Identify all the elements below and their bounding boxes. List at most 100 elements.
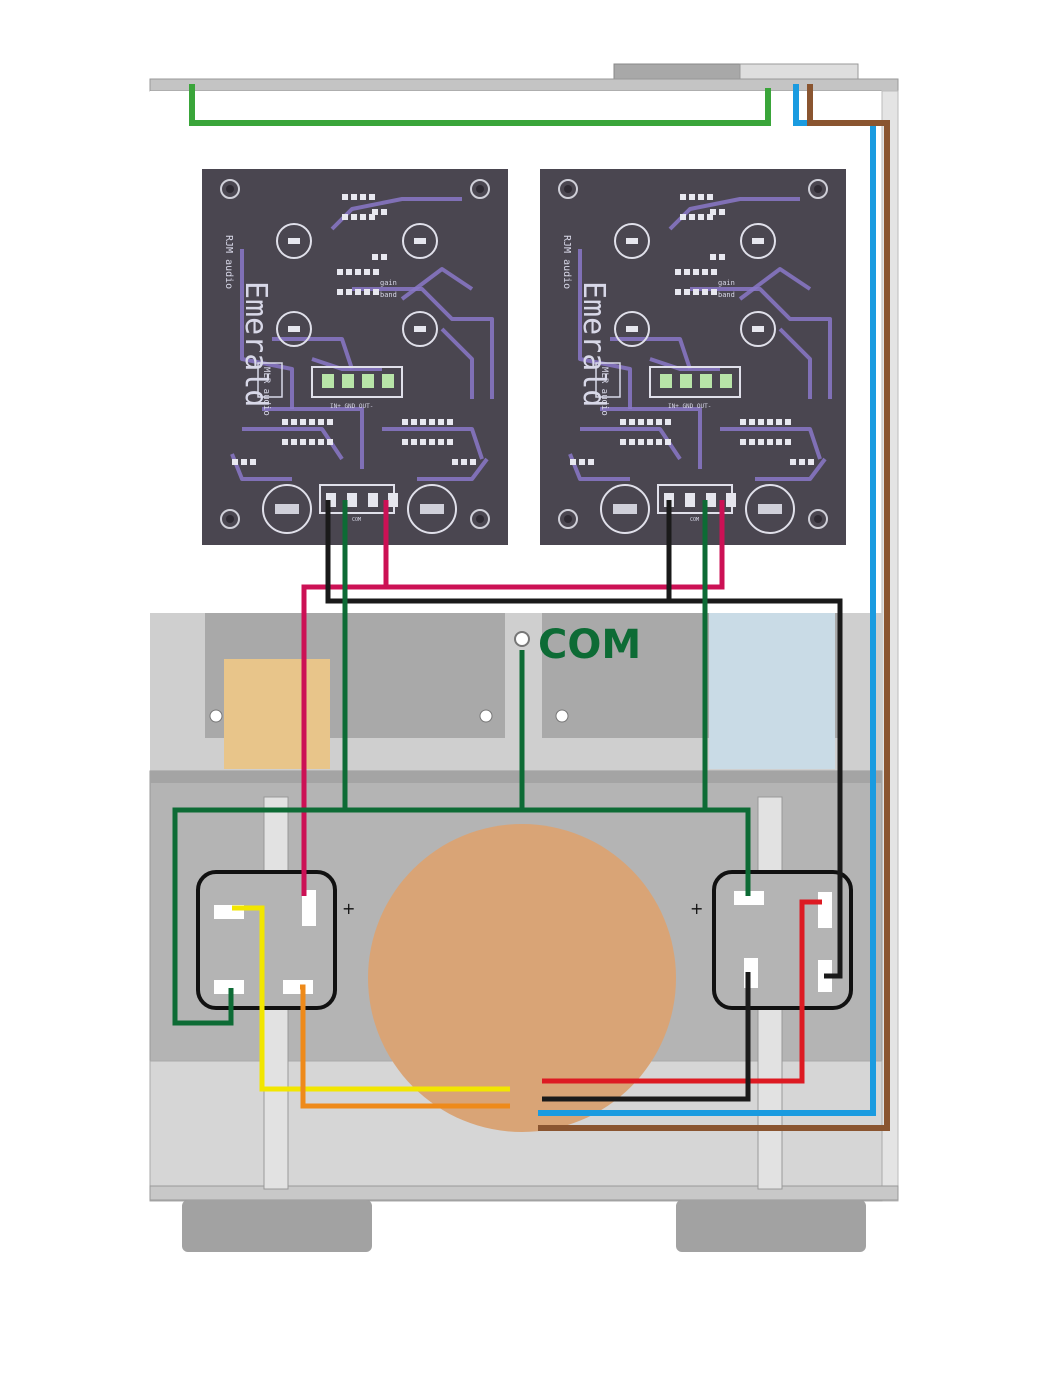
terminal-block [311, 366, 403, 398]
capacitor-outline [745, 484, 795, 534]
header-pad [326, 493, 336, 507]
header-pad [685, 493, 695, 507]
component-pad [381, 209, 387, 215]
rectifier-pin [283, 980, 313, 994]
component-pad [776, 439, 782, 445]
board-brand-text: RJM audio [561, 235, 572, 289]
mounting-hole [220, 509, 240, 529]
component-pad [629, 419, 635, 425]
component-pad [790, 459, 796, 465]
component-pad [411, 419, 417, 425]
component-pad [351, 194, 357, 200]
component-pad [402, 419, 408, 425]
component-pad [665, 439, 671, 445]
component-pad [318, 419, 324, 425]
component-pad [381, 254, 387, 260]
chassis-top-edge [149, 78, 899, 92]
terminal-pad [382, 374, 394, 388]
component-pad [799, 459, 805, 465]
component-pad [447, 439, 453, 445]
component-pad [620, 439, 626, 445]
base-plate [149, 1185, 899, 1201]
component-pad [808, 459, 814, 465]
component-pad [719, 254, 725, 260]
capacitor-pad [420, 504, 444, 514]
board-logo-box [595, 362, 621, 398]
component-pad [346, 289, 352, 295]
capacitor-pad [275, 504, 299, 514]
inout-label: IN+ GND OUT- [668, 403, 711, 410]
mounting-hole [558, 509, 578, 529]
toroid-transformer [368, 824, 676, 1132]
component-pad [364, 289, 370, 295]
pcb-trace [578, 249, 632, 409]
pcb-trace [400, 267, 474, 301]
mounting-hole-center [226, 185, 234, 193]
capacitor-pad [626, 326, 638, 332]
component-pad [337, 269, 343, 275]
header-pad [347, 493, 357, 507]
mounting-hole [470, 179, 490, 199]
component-pad [282, 419, 288, 425]
pcb-trace [352, 287, 494, 399]
rectifier-pin [302, 890, 316, 926]
board-logo-text: MLR audio [261, 367, 271, 416]
terminal-pad [700, 374, 712, 388]
capacitor-outline [740, 311, 776, 347]
pcb-trace [440, 327, 474, 399]
foot-left [182, 1200, 372, 1252]
rectifier-pin [818, 892, 832, 928]
component-pad [620, 419, 626, 425]
component-pad [749, 419, 755, 425]
capacitor-pad [288, 326, 300, 332]
component-pad [337, 289, 343, 295]
terminal-pad [680, 374, 692, 388]
component-pad [360, 194, 366, 200]
component-pad [291, 419, 297, 425]
component-pad [767, 439, 773, 445]
component-pad [698, 194, 704, 200]
gain-label: gain [718, 279, 735, 287]
component-pad [411, 439, 417, 445]
terminal-pad [322, 374, 334, 388]
capacitor-pad [414, 238, 426, 244]
component-pad [647, 439, 653, 445]
component-pad [351, 214, 357, 220]
component-pad [250, 459, 256, 465]
header-pad [368, 493, 378, 507]
component-pad [402, 439, 408, 445]
capacitor-outline [262, 484, 312, 534]
pcb-trace [649, 357, 720, 371]
component-pad [656, 439, 662, 445]
pcb-trace [242, 427, 344, 461]
capacitor-pad [626, 238, 638, 244]
pcb-trace [382, 427, 484, 460]
pcb-trace [272, 337, 354, 370]
header-pad [726, 493, 736, 507]
capacitor-outline [402, 311, 438, 347]
gain-label: gain [380, 279, 397, 287]
component-pad [369, 214, 375, 220]
component-pad [309, 439, 315, 445]
capacitor-outline [276, 311, 312, 347]
component-pad [675, 289, 681, 295]
component-pad [372, 254, 378, 260]
screw-left [209, 709, 223, 723]
component-pad [698, 214, 704, 220]
mounting-hole-center [564, 515, 572, 523]
component-pad [438, 419, 444, 425]
lower-chassis-rim [150, 771, 882, 783]
component-pad [369, 194, 375, 200]
pcb-trace [417, 457, 489, 481]
component-pad [693, 289, 699, 295]
mounting-hole-center [476, 185, 484, 193]
pcb-substrate [540, 169, 846, 545]
pcb-trace [610, 337, 692, 370]
component-pad [707, 214, 713, 220]
component-pad [447, 419, 453, 425]
component-pad [355, 289, 361, 295]
capacitor-pad [758, 504, 782, 514]
component-pad [420, 419, 426, 425]
component-pad [647, 419, 653, 425]
com-screw [514, 631, 530, 647]
